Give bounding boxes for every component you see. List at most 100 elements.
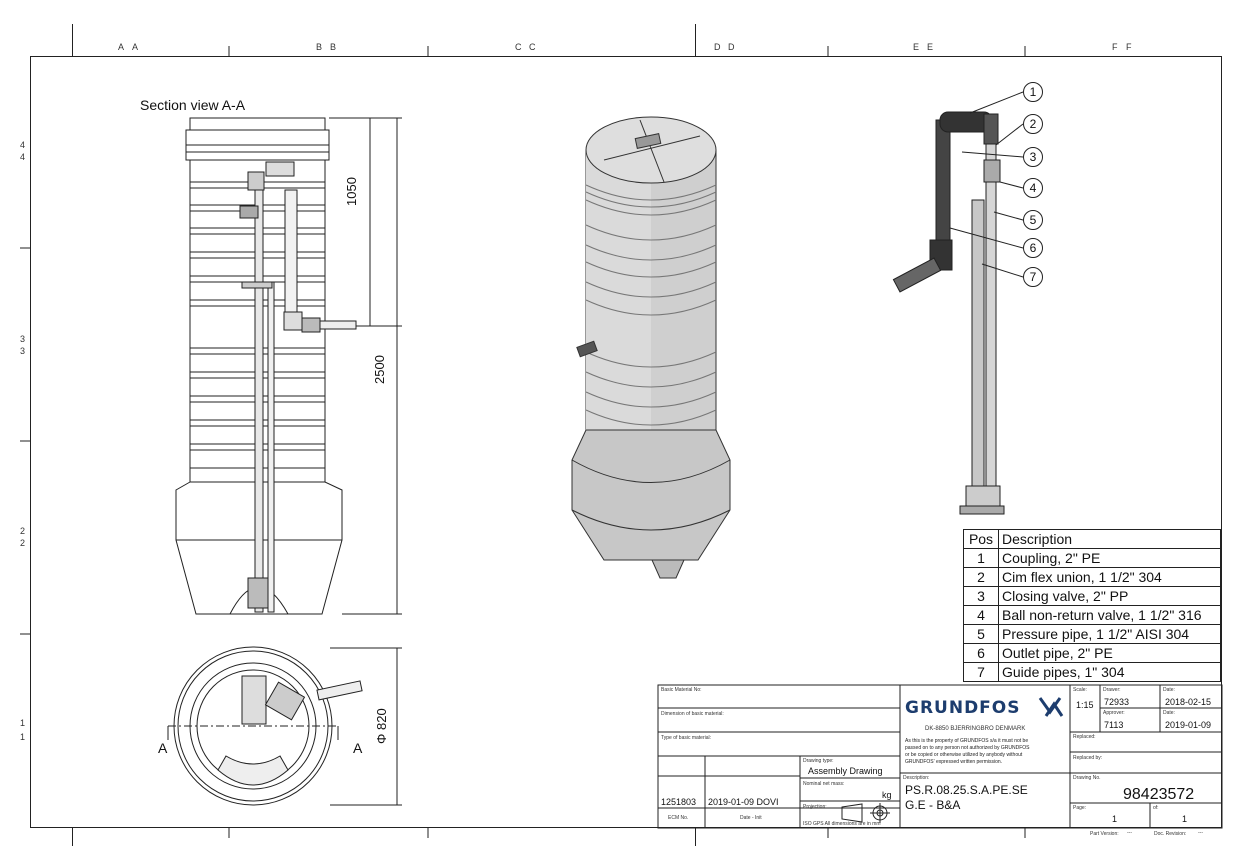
- drawing-number: 98423572: [1123, 786, 1195, 803]
- part-pos: 6: [963, 643, 999, 663]
- parts-table-header: Pos Description: [963, 529, 1221, 549]
- zone-f1: F: [1112, 42, 1118, 52]
- dimension-lines: [329, 117, 402, 806]
- zone-c2: C: [529, 42, 536, 52]
- top-ruler: [72, 24, 1222, 56]
- zone-c1: C: [515, 42, 522, 52]
- frame-ticks: [20, 46, 1026, 838]
- zone-a1: A: [118, 42, 125, 52]
- page-label: Page:: [1073, 805, 1087, 811]
- section-title: Section view A-A: [140, 97, 246, 113]
- callout-2: 2: [1023, 114, 1043, 134]
- iso-note: ISO GPS All dimensions are in mm: [803, 821, 881, 827]
- title-block-lines: [657, 684, 1223, 829]
- zone-f2: F: [1126, 42, 1132, 52]
- part-version-value: ---: [1127, 830, 1132, 836]
- part-desc: Guide pipes, 1" 304: [998, 662, 1221, 682]
- projection-label: Projection:: [803, 804, 827, 810]
- section-view-front: [175, 117, 357, 615]
- dim-1050: 1050: [344, 177, 359, 206]
- callout-5: 5: [1023, 210, 1043, 230]
- part-desc: Coupling, 2" PE: [998, 548, 1221, 568]
- doc-revision-value: ---: [1198, 830, 1203, 836]
- callout-3: 3: [1023, 147, 1043, 167]
- property-note: As this is the property of GRUNDFOS s/a …: [905, 738, 1030, 765]
- drawer-label: Drawer:: [1103, 687, 1121, 693]
- drawing-type-label: Drawing type:: [803, 758, 834, 764]
- date-label-2: Date:: [1163, 710, 1175, 716]
- part-pos: 1: [963, 548, 999, 568]
- part-version-label: Part Version:: [1090, 831, 1119, 837]
- description-line2: G.E - B&A: [905, 798, 961, 812]
- top-view: [167, 646, 363, 806]
- part-pos: 2: [963, 567, 999, 587]
- date-label-1: Date:: [1163, 687, 1175, 693]
- scale-label: Scale:: [1073, 687, 1087, 693]
- callout-1: 1: [1023, 82, 1043, 102]
- company-address: DK-8850 BJERRINGBRO DENMARK: [925, 726, 1026, 732]
- zone-11: 1: [20, 718, 26, 728]
- isometric-pipework: [892, 111, 1005, 515]
- date-value-2: 2019-01-09: [1165, 720, 1212, 730]
- zone-b1: B: [316, 42, 323, 52]
- zone-a2: A: [132, 42, 139, 52]
- description-label: Description:: [903, 775, 930, 781]
- callout-7: 7: [1023, 267, 1043, 287]
- dim-820: Φ 820: [374, 708, 389, 744]
- callout-6: 6: [1023, 238, 1043, 258]
- zone-22: 2: [20, 538, 26, 548]
- type-material-label: Type of basic material:: [661, 735, 712, 741]
- replaced-by-label: Replaced by:: [1073, 755, 1103, 761]
- ecm-no-label: ECM No.: [668, 815, 689, 821]
- part-pos: 4: [963, 605, 999, 625]
- grundfos-logo: GRUNDFOS: [905, 698, 1021, 718]
- callout-4: 4: [1023, 178, 1043, 198]
- section-marker-left: A: [158, 740, 168, 756]
- drawing-no-label: Drawing No.: [1073, 775, 1101, 781]
- zone-42: 4: [20, 152, 26, 162]
- parts-header-pos: Pos: [963, 529, 999, 549]
- ecm-date-init: 2019-01-09 DOVI: [708, 797, 779, 807]
- dim-2500: 2500: [372, 355, 387, 384]
- nominal-mass-label: Nominal net mass:: [803, 781, 845, 787]
- zone-32: 3: [20, 346, 26, 356]
- date-init-label: Date - Init: [740, 815, 762, 821]
- date-value-1: 2018-02-15: [1165, 697, 1212, 707]
- drawer-value: 72933: [1104, 697, 1130, 707]
- zone-e2: E: [927, 42, 934, 52]
- doc-revision-label: Doc. Revision:: [1154, 831, 1187, 837]
- zone-41: 4: [20, 140, 26, 150]
- ecm-number: 1251803: [661, 797, 697, 807]
- bottom-ruler: [72, 828, 1222, 846]
- zone-d1: D: [714, 42, 721, 52]
- part-desc: Pressure pipe, 1 1/2" AISI 304: [998, 624, 1221, 644]
- of-label: of:: [1153, 805, 1159, 811]
- part-desc: Closing valve, 2" PP: [998, 586, 1221, 606]
- zone-e1: E: [913, 42, 920, 52]
- section-marker-right: A: [353, 740, 363, 756]
- dimension-material-label: Dimension of basic material:: [661, 711, 724, 717]
- zone-12: 1: [20, 732, 26, 742]
- drawing-type: Assembly Drawing: [808, 766, 883, 776]
- page-value: 1: [1112, 814, 1118, 824]
- zone-d2: D: [728, 42, 735, 52]
- callout-leaders: [949, 91, 1024, 278]
- zone-21: 2: [20, 526, 26, 536]
- replaced-label: Replaced:: [1073, 734, 1096, 740]
- basic-material-label: Basic Material No:: [661, 687, 702, 693]
- of-value: 1: [1182, 814, 1188, 824]
- parts-header-desc: Description: [998, 529, 1221, 549]
- part-desc: Ball non-return valve, 1 1/2" 316: [998, 605, 1221, 625]
- mass-unit: kg: [882, 790, 892, 800]
- part-pos: 7: [963, 662, 999, 682]
- zone-31: 3: [20, 334, 26, 344]
- part-pos: 5: [963, 624, 999, 644]
- scale-value: 1:15: [1076, 700, 1094, 710]
